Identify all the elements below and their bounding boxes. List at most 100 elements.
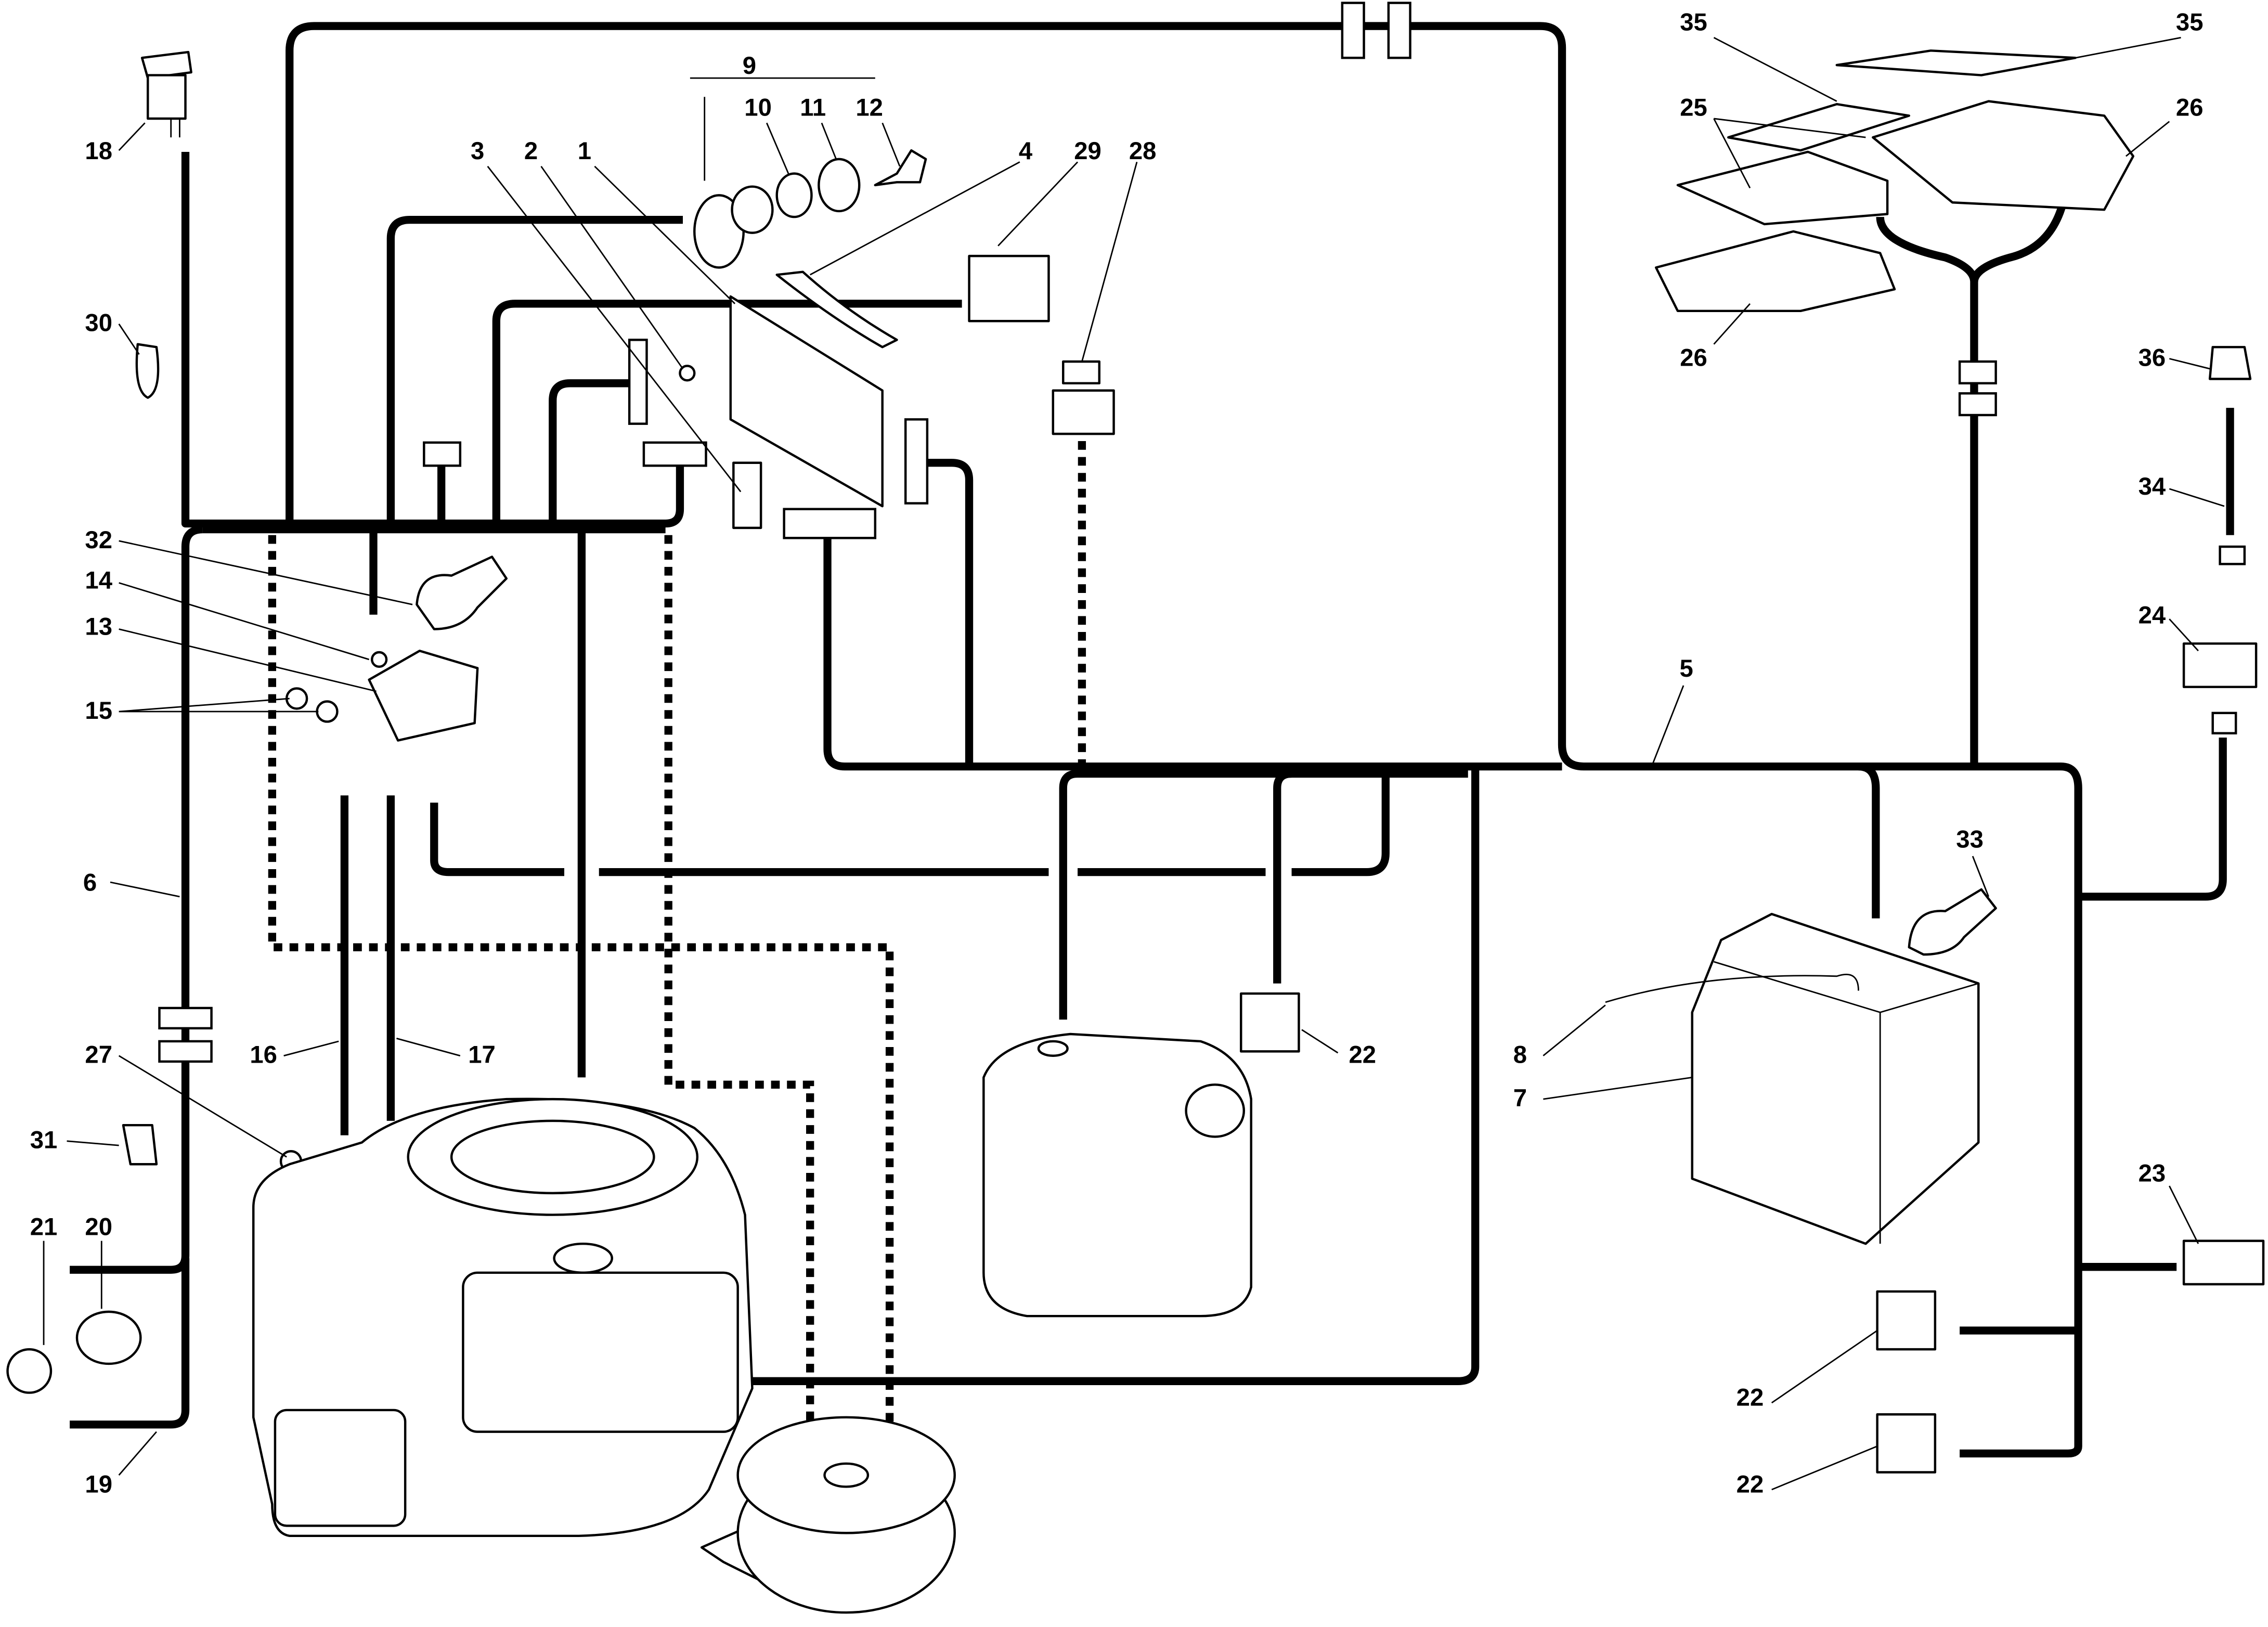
tape-4 (775, 270, 898, 348)
fuel-tank (982, 1032, 1252, 1318)
circuit-board-1 (729, 295, 884, 508)
connector (423, 441, 462, 467)
switch-22 (1240, 992, 1300, 1053)
protective-cap-33 (1908, 888, 1997, 956)
bolt-14 (370, 651, 388, 668)
callout-label: 24 (2139, 601, 2166, 629)
callout-label: 11 (800, 94, 826, 121)
hold-down-rod-8 (1605, 973, 1859, 1003)
wire-ignition (386, 215, 683, 524)
connectors (158, 2, 2246, 1063)
callout-label: 29 (1074, 137, 1101, 165)
callout-label: 8 (1513, 1041, 1527, 1069)
wire-fuel (1059, 769, 1468, 1020)
callout-label: 23 (2139, 1160, 2166, 1187)
callout-label: 1 (578, 137, 591, 165)
wire-24 (2078, 738, 2227, 901)
wiring-harness (70, 22, 2234, 1457)
battery-7 (1605, 913, 1980, 1245)
nut-15 (316, 700, 339, 723)
callout-label: 22 (1736, 1470, 1764, 1498)
callout-label: 13 (85, 613, 112, 641)
callout-label: 14 (85, 567, 112, 595)
sensor-36 (2208, 346, 2252, 380)
connector (642, 441, 707, 467)
callout-label: 26 (2176, 94, 2204, 121)
callout-label: 36 (2139, 344, 2166, 371)
callout-label: 4 (1019, 137, 1033, 165)
wire-29 (492, 300, 962, 524)
engine (252, 1097, 754, 1538)
callout-label: 34 (2139, 473, 2166, 500)
screw-2 (679, 365, 696, 382)
dashed-wire-left (268, 535, 894, 1425)
connector (158, 1040, 213, 1063)
callout-label: 20 (85, 1213, 112, 1241)
callout-label: 35 (2176, 8, 2204, 36)
wire-clutch-feed (752, 766, 1480, 1385)
callout-label: 3 (471, 137, 484, 165)
callout-label: 9 (743, 52, 756, 80)
callout-label: 32 (85, 526, 112, 554)
rocker-switch-18 (140, 50, 192, 138)
callout-labels: 18 30 32 14 13 15 6 27 16 17 31 21 20 19… (30, 8, 2204, 1498)
connector (904, 418, 929, 505)
wire-33 (1858, 762, 1880, 919)
wire-board (927, 459, 974, 767)
wire-connector-a (549, 379, 630, 524)
callout-label: 27 (85, 1041, 112, 1069)
callout-label: 17 (468, 1041, 496, 1069)
callout-label: 21 (30, 1213, 58, 1241)
connector (1958, 360, 1997, 385)
callout-label: 19 (85, 1470, 112, 1498)
connector (1341, 2, 1365, 59)
clip-31 (122, 1124, 158, 1166)
switch-28 (1052, 360, 1115, 435)
electric-clutch (700, 1416, 956, 1614)
dashboard-pads (1655, 49, 2135, 313)
connector (2219, 545, 2246, 565)
callout-label: 22 (1349, 1041, 1377, 1069)
switch-22 (1876, 1290, 1937, 1351)
callout-label: 2 (524, 137, 538, 165)
callout-label: 26 (1680, 344, 1707, 371)
wire-solenoid (430, 773, 1390, 876)
relay-23 (2182, 1239, 2265, 1286)
callout-label: 28 (1129, 137, 1157, 165)
ignition-switch-9 (693, 149, 927, 269)
callout-label: 16 (250, 1041, 277, 1069)
wire-6 (181, 151, 684, 528)
clip-30 (135, 343, 160, 399)
nut-15 (285, 687, 308, 710)
callout-label: 6 (83, 869, 97, 897)
relay-29 (968, 254, 1050, 322)
connector (783, 508, 877, 539)
callout-label: 33 (1956, 825, 1984, 853)
fuse-3 (732, 461, 762, 530)
callout-label: 35 (1680, 8, 1707, 36)
callout-label: 7 (1513, 1084, 1527, 1112)
parts (6, 49, 2265, 1614)
connector (2211, 712, 2237, 734)
callout-label: 31 (30, 1127, 58, 1154)
callout-label: 5 (1679, 655, 1693, 682)
relay-24 (2182, 642, 2258, 688)
leader-lines (43, 36, 2225, 1491)
connector (1387, 2, 1411, 59)
wire-top-loop (286, 22, 2082, 1457)
callout-label: 30 (85, 309, 112, 337)
wire-5-bus (823, 538, 1562, 771)
connector (1958, 392, 1997, 417)
connector (158, 1006, 213, 1030)
callout-label: 10 (744, 94, 772, 121)
switch-22 (1876, 1413, 1937, 1474)
protective-cap-32 (416, 556, 508, 630)
callout-label: 25 (1680, 94, 1707, 121)
callout-label: 12 (856, 94, 883, 121)
wire-dashboard (1876, 159, 2072, 767)
callout-label: 18 (85, 137, 112, 165)
solenoid-13 (368, 649, 479, 742)
connector (628, 339, 648, 425)
dashed-wire-clutch (664, 535, 814, 1425)
